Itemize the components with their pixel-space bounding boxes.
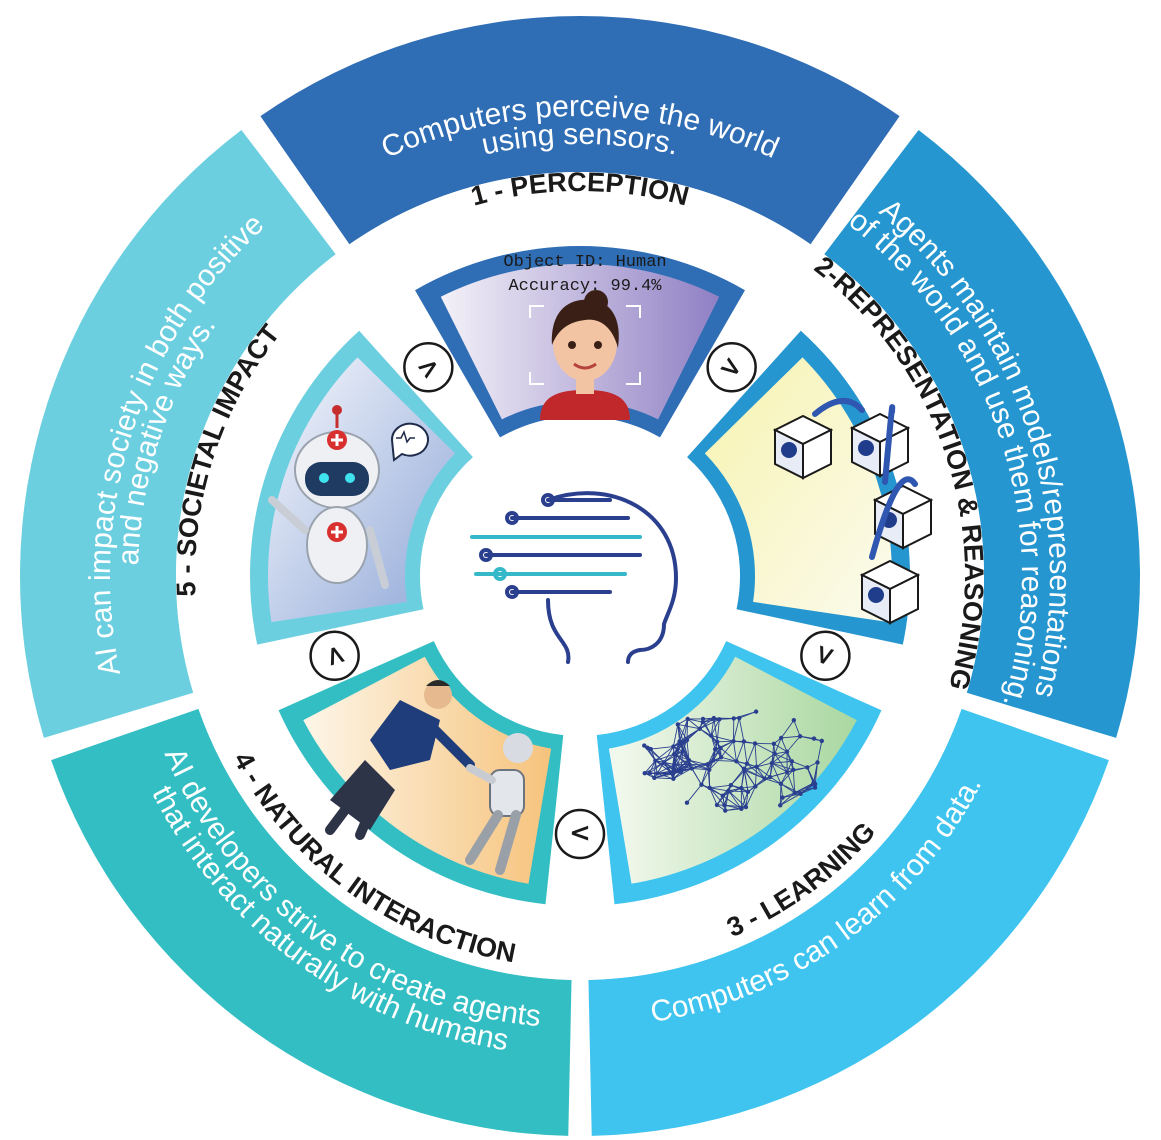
card-image-learning [608,656,857,884]
cube-icon [859,559,921,625]
rotation-arrow-icon [812,398,865,417]
flow-arrow-icon [800,630,851,681]
humanoid-robot-icon [503,733,533,763]
handshake-illustration [325,680,533,875]
rotation-arrow-icon [882,404,896,485]
neural-network-illustration [642,709,824,813]
card-image-representation [704,357,892,623]
flow-arrow-icon [554,808,606,860]
rotating-cubes-illustration [772,398,934,625]
cube-icon [772,414,834,480]
flow-arrow-icon [309,630,360,681]
detection-frame-icon [529,305,641,385]
cube-icon [872,484,934,550]
outer-wedge-learning [588,708,1109,1136]
medical-robot-illustration [268,405,429,589]
outer-ring [19,15,1140,1136]
outer-wedge-interaction [51,708,572,1136]
cube-icon [849,412,911,478]
face-detection-illustration: Object ID: Human Accuracy: 99.4% [503,253,667,420]
flow-arrow-icon [403,342,454,393]
ai-head-icon [470,491,679,664]
flow-arrow-glyph: > [569,818,591,848]
outer-wedge-perception [260,15,900,245]
accuracy-label: Accuracy: 99.4% [508,277,662,296]
rotation-arrow-icon [869,476,918,560]
flow-arrow-icon [706,342,757,393]
speech-bubble-icon [390,422,429,462]
object-id-label: Object ID: Human [503,253,666,272]
shirt-icon [540,390,630,420]
outer-wedge-societal [19,129,336,738]
outer-wedge-representation [824,129,1140,738]
businessman-icon [370,700,440,770]
